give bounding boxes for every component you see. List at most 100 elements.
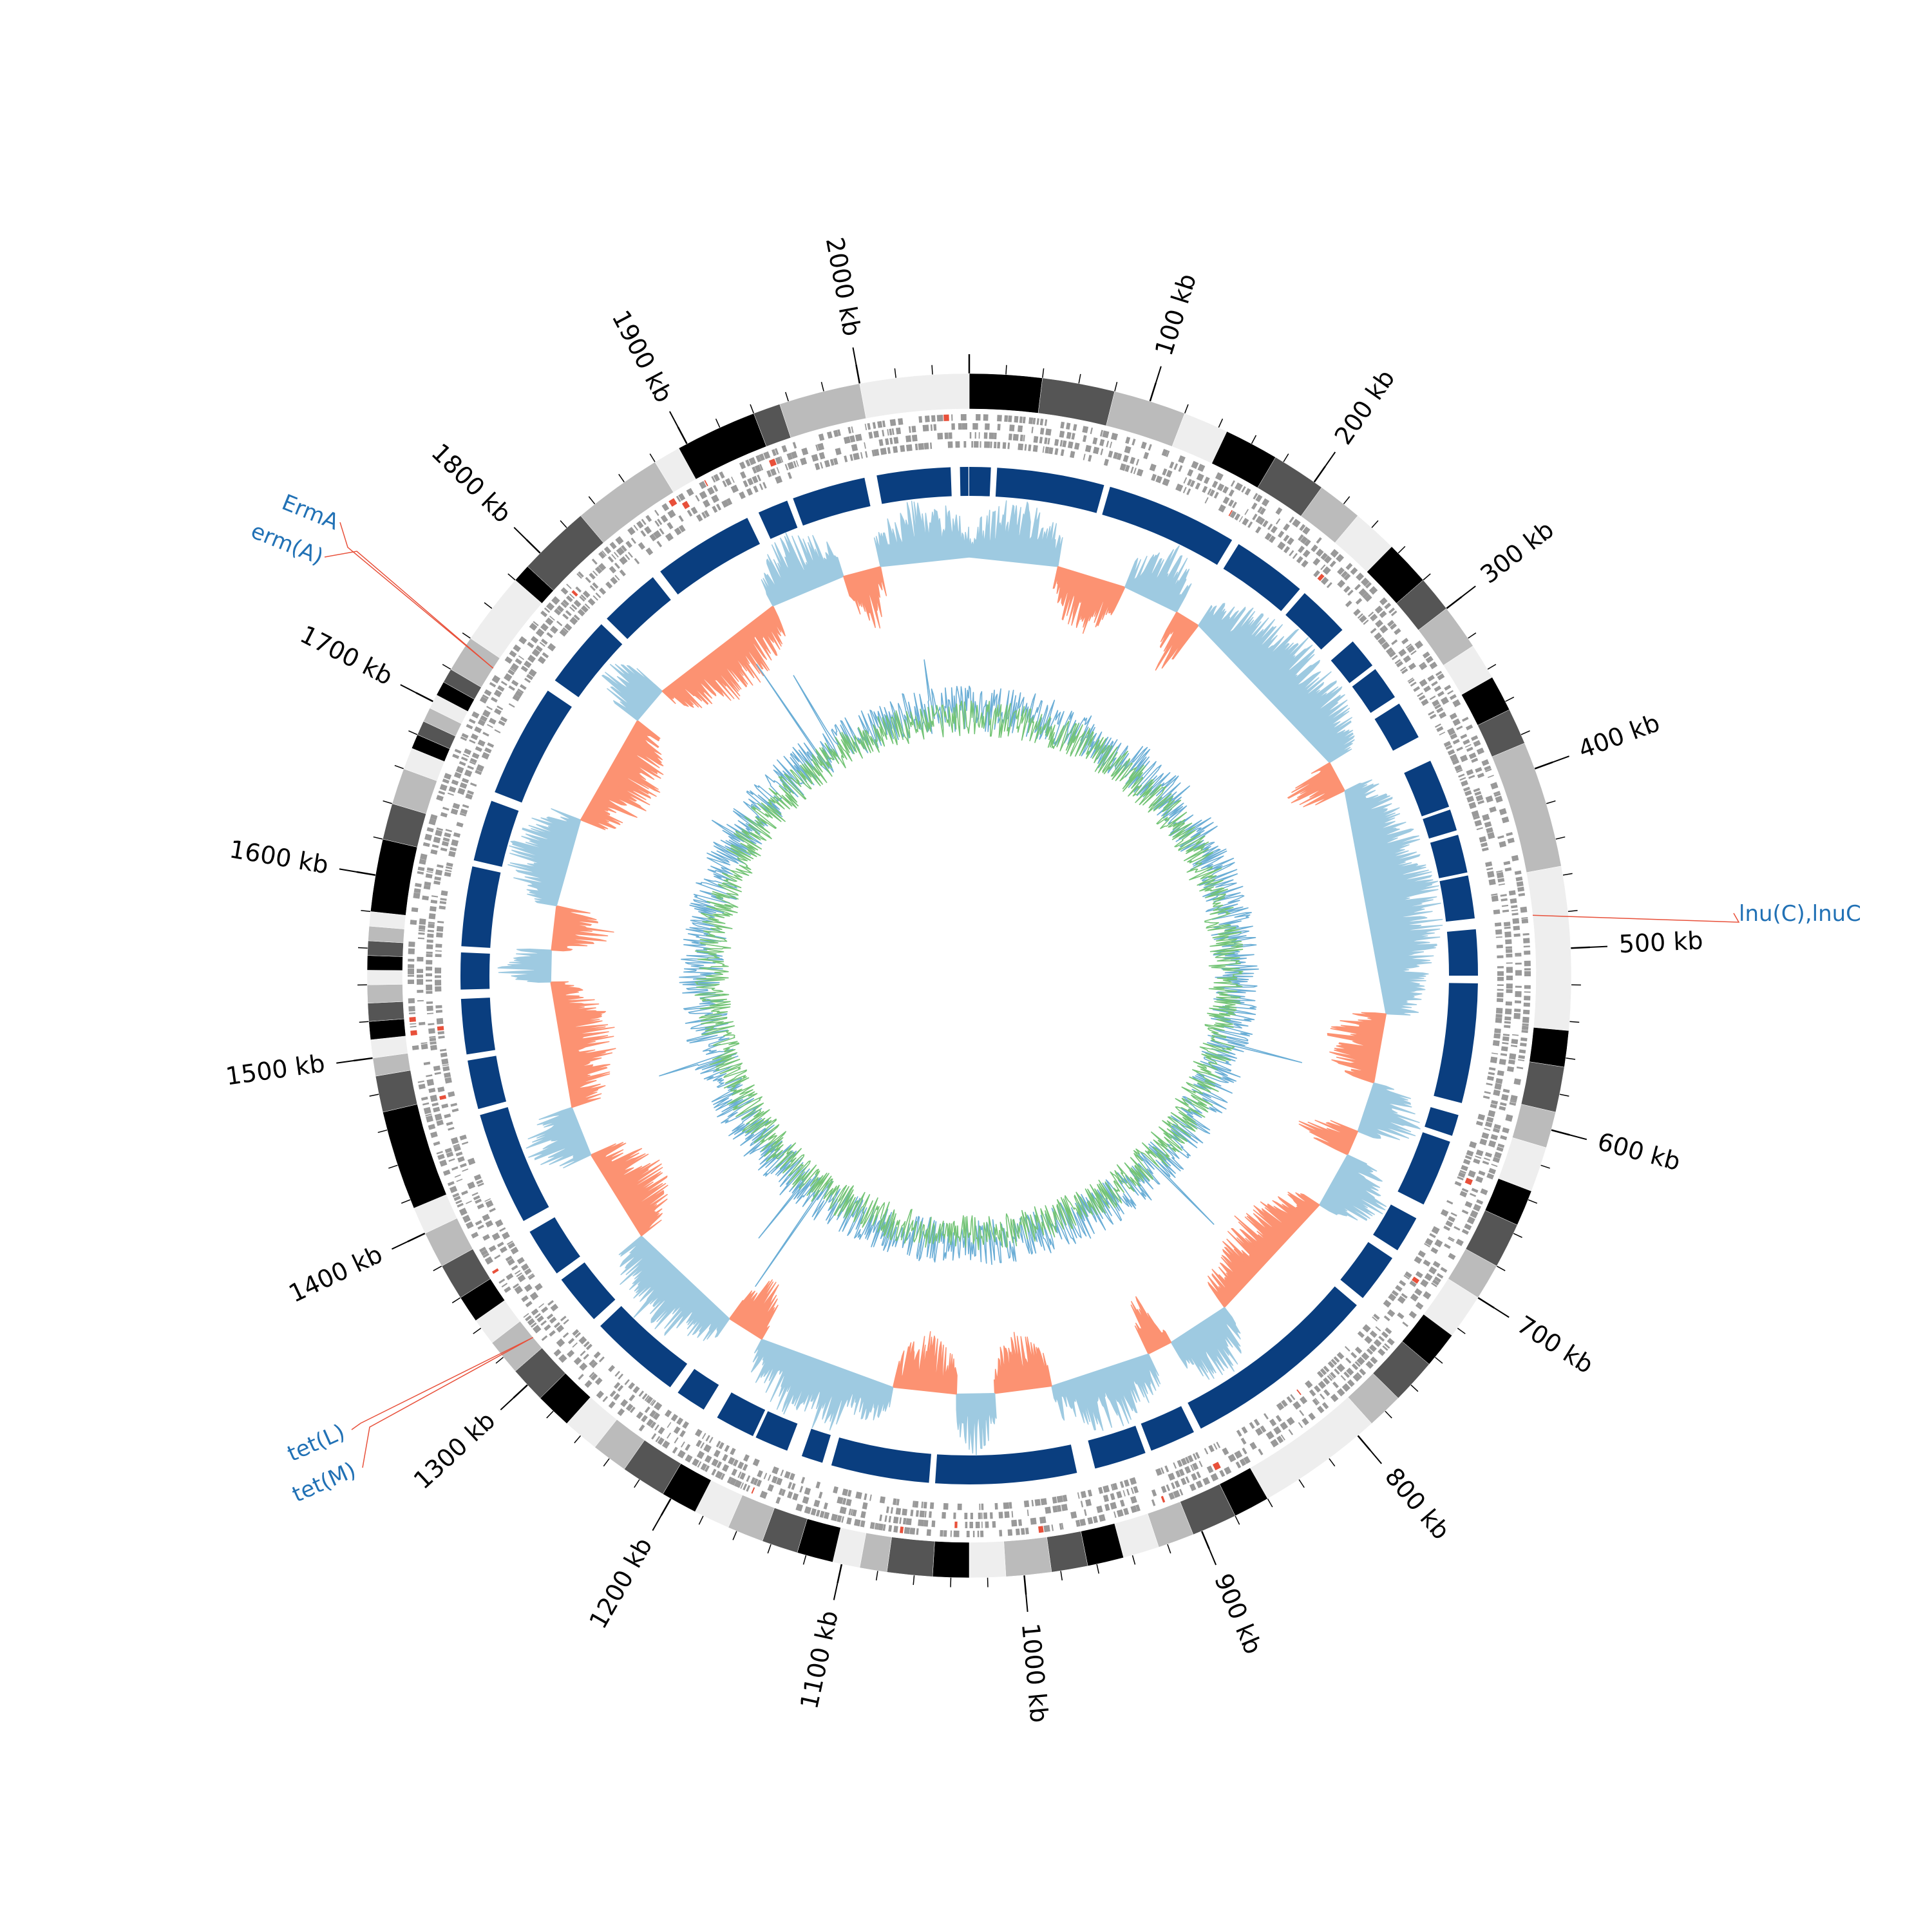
gene-feature xyxy=(1007,1529,1013,1536)
gene-feature xyxy=(1474,791,1482,796)
gene-feature xyxy=(591,1361,598,1368)
gene-feature xyxy=(1496,944,1503,949)
gene-feature xyxy=(722,1464,730,1472)
minor-tick xyxy=(603,1458,610,1467)
label-tick xyxy=(1370,1450,1382,1464)
minor-tick xyxy=(473,1327,482,1334)
gc-skew-negative xyxy=(843,566,887,629)
gene-feature xyxy=(1387,1309,1396,1318)
gene-feature xyxy=(1445,1220,1454,1227)
gene-feature xyxy=(408,998,415,1004)
gene-feature xyxy=(751,1487,755,1494)
gene-feature xyxy=(1031,1500,1034,1507)
gene-feature xyxy=(715,1470,723,1479)
gene-feature xyxy=(433,1065,440,1071)
gene-feature xyxy=(457,1156,465,1163)
gene-feature xyxy=(566,583,572,589)
gene-feature xyxy=(1408,662,1417,670)
gene-feature xyxy=(981,1512,983,1519)
blast-hit-arc xyxy=(1352,669,1396,714)
gene-feature xyxy=(944,432,949,439)
gene-feature xyxy=(1032,445,1038,452)
gene-feature xyxy=(638,1390,645,1397)
gene-feature xyxy=(811,453,819,462)
gene-feature xyxy=(802,1496,810,1504)
gene-feature xyxy=(428,1023,435,1026)
gene-feature xyxy=(969,432,972,439)
gene-feature xyxy=(615,536,624,545)
gene-feature xyxy=(451,839,459,847)
gene-feature xyxy=(786,453,793,460)
gene-feature xyxy=(839,1506,847,1515)
gene-feature xyxy=(1329,560,1336,568)
gene-feature xyxy=(476,764,484,772)
gene-feature-ring xyxy=(408,414,1531,1537)
gene-feature xyxy=(641,1393,648,1400)
contig-block xyxy=(1529,1027,1569,1068)
tick-label: 1100 kb xyxy=(795,1608,844,1712)
gene-feature xyxy=(445,829,452,833)
gene-feature xyxy=(1487,871,1495,878)
gene-feature xyxy=(1434,723,1441,728)
gene-feature xyxy=(482,1213,490,1222)
gene-feature xyxy=(1160,1485,1167,1493)
gc-skew-positive xyxy=(507,808,582,907)
gene-feature xyxy=(753,485,759,493)
gene-feature xyxy=(1505,949,1513,953)
gene-feature xyxy=(711,1468,717,1476)
gene-feature xyxy=(1260,1425,1267,1433)
gene-feature xyxy=(668,498,677,507)
gene-feature xyxy=(1524,960,1531,967)
gene-feature xyxy=(757,474,761,482)
gene-feature xyxy=(656,540,663,547)
gene-feature xyxy=(538,1303,545,1309)
contig-block xyxy=(366,955,403,971)
gene-feature xyxy=(1504,926,1511,929)
gene-feature xyxy=(1495,1017,1502,1023)
gene-feature xyxy=(422,1102,430,1106)
gene-feature xyxy=(1302,526,1311,535)
gene-feature xyxy=(1499,840,1507,848)
gene-feature xyxy=(589,1359,596,1367)
gene-feature xyxy=(848,1508,852,1515)
gene-feature xyxy=(1018,1519,1023,1526)
gene-feature xyxy=(1508,1059,1515,1065)
gene-feature xyxy=(546,1313,554,1320)
major-tick xyxy=(1534,761,1553,770)
gene-feature xyxy=(983,1512,988,1519)
gene-feature xyxy=(525,1300,533,1307)
gene-feature xyxy=(1512,918,1520,924)
gene-feature xyxy=(1080,1491,1087,1499)
gene-feature xyxy=(439,1048,447,1052)
gene-feature xyxy=(943,1530,947,1537)
gene-feature xyxy=(1504,1025,1511,1028)
gene-feature xyxy=(1496,870,1503,873)
gene-feature xyxy=(818,1492,823,1499)
blast-hit-arc xyxy=(461,866,501,948)
gene-feature xyxy=(813,1499,820,1508)
gene-feature xyxy=(1336,1352,1345,1360)
gc-skew-negative xyxy=(1287,762,1345,808)
gene-feature xyxy=(584,1379,592,1388)
gene-feature xyxy=(851,426,854,433)
gene-feature xyxy=(837,1515,842,1522)
gene-feature xyxy=(441,1058,449,1065)
minor-tick xyxy=(802,1555,807,1565)
gene-feature xyxy=(444,1148,452,1153)
gene-feature xyxy=(575,586,582,593)
gene-feature xyxy=(428,818,437,826)
gene-feature xyxy=(455,766,464,774)
gene-feature xyxy=(1364,1336,1373,1344)
gene-feature xyxy=(431,1102,439,1107)
gene-feature xyxy=(1503,922,1511,927)
label-tick xyxy=(1569,1134,1587,1141)
minor-tick xyxy=(1487,664,1497,670)
minor-tick xyxy=(369,1094,379,1097)
major-tick xyxy=(1570,946,1591,949)
gene-feature xyxy=(523,1312,529,1318)
minor-tick xyxy=(1505,696,1515,702)
gene-feature xyxy=(1202,1477,1211,1486)
gene-feature xyxy=(660,515,668,523)
gene-feature xyxy=(981,1503,984,1510)
gene-feature xyxy=(554,608,562,616)
